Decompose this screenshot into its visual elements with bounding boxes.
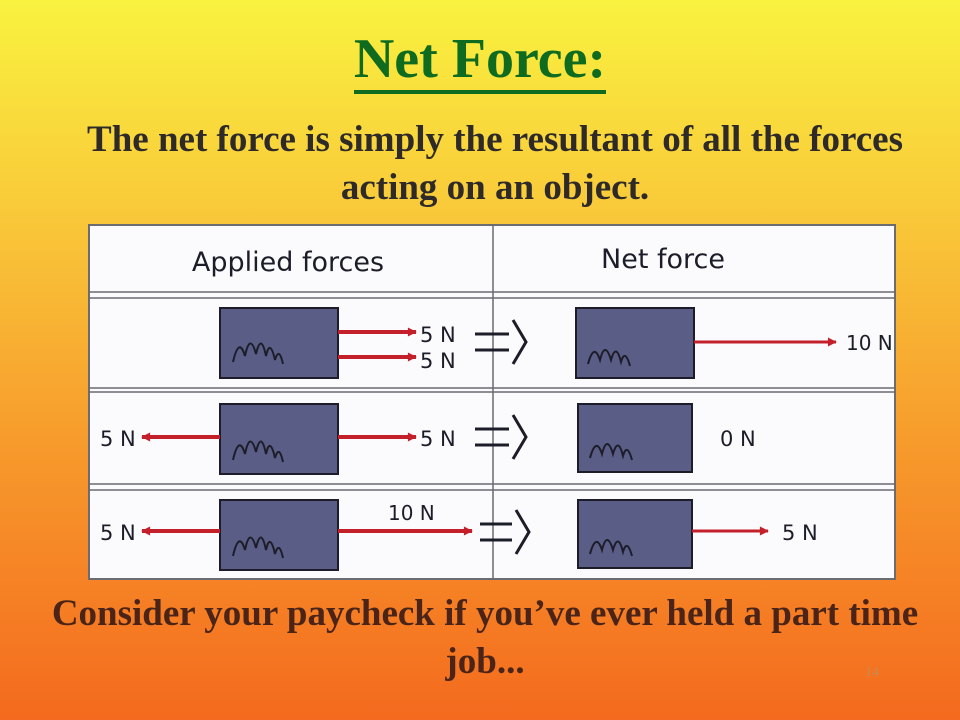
- table-border: [88, 224, 896, 580]
- row2-net-scribble: [589, 443, 633, 461]
- row1-applied-scribble: [232, 342, 284, 365]
- row1-equivalence-symbol: [475, 319, 528, 365]
- row2-applied-box: [219, 403, 339, 475]
- slide-title-text: Net Force:: [353, 28, 607, 94]
- row2-equivalence-symbol: [475, 414, 528, 460]
- closing-question: Consider your paycheck if you’ve ever he…: [51, 593, 919, 682]
- header-applied-forces: Applied forces: [192, 247, 384, 278]
- slide-subtitle: The net force is simply the resultant of…: [87, 119, 903, 208]
- row3-label-right: 10 N: [388, 501, 435, 525]
- header-net-force: Net force: [601, 244, 725, 275]
- row1-net-box: [575, 307, 695, 379]
- row3-net-scribble: [589, 539, 633, 557]
- row2-net-box: [577, 403, 693, 473]
- row2-applied-scribble: [232, 440, 284, 463]
- row3-net-label: 5 N: [782, 521, 818, 545]
- row3-net-box: [577, 499, 693, 569]
- row2-label-left: 5 N: [100, 427, 136, 451]
- row3-applied-box: [219, 499, 339, 571]
- row2-label-right: 5 N: [420, 427, 456, 451]
- row1-net-scribble: [587, 349, 631, 367]
- row1-label-bottom: 5 N: [420, 349, 456, 373]
- row3-equivalence-symbol: [480, 509, 531, 555]
- net-force-diagram: Applied forces Net force 5 N 5 N 10 N 5 …: [88, 224, 896, 580]
- row1-net-label: 10 N: [846, 331, 893, 355]
- row3-label-left: 5 N: [100, 521, 136, 545]
- row1-applied-box: [219, 307, 339, 379]
- row1-label-top: 5 N: [420, 323, 456, 347]
- page-number: 14: [865, 665, 879, 680]
- row3-applied-scribble: [232, 536, 284, 559]
- slide-title: Net Force:: [0, 26, 960, 94]
- row2-net-label: 0 N: [720, 427, 756, 451]
